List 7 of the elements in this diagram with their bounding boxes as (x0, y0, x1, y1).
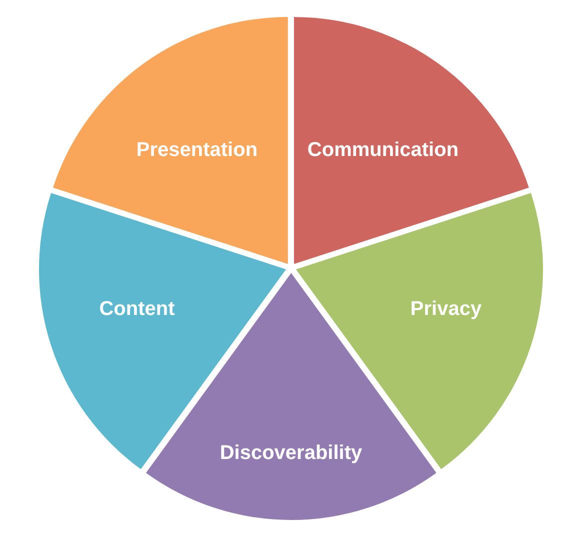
pie-segment (53, 16, 288, 264)
pie-segment (294, 16, 529, 264)
segment-label: Presentation (136, 138, 258, 162)
segment-label: Communication (307, 138, 459, 162)
segment-label: Privacy (410, 296, 482, 321)
segment-label: Discoverability (220, 440, 362, 465)
segment-label: Content (99, 296, 175, 321)
